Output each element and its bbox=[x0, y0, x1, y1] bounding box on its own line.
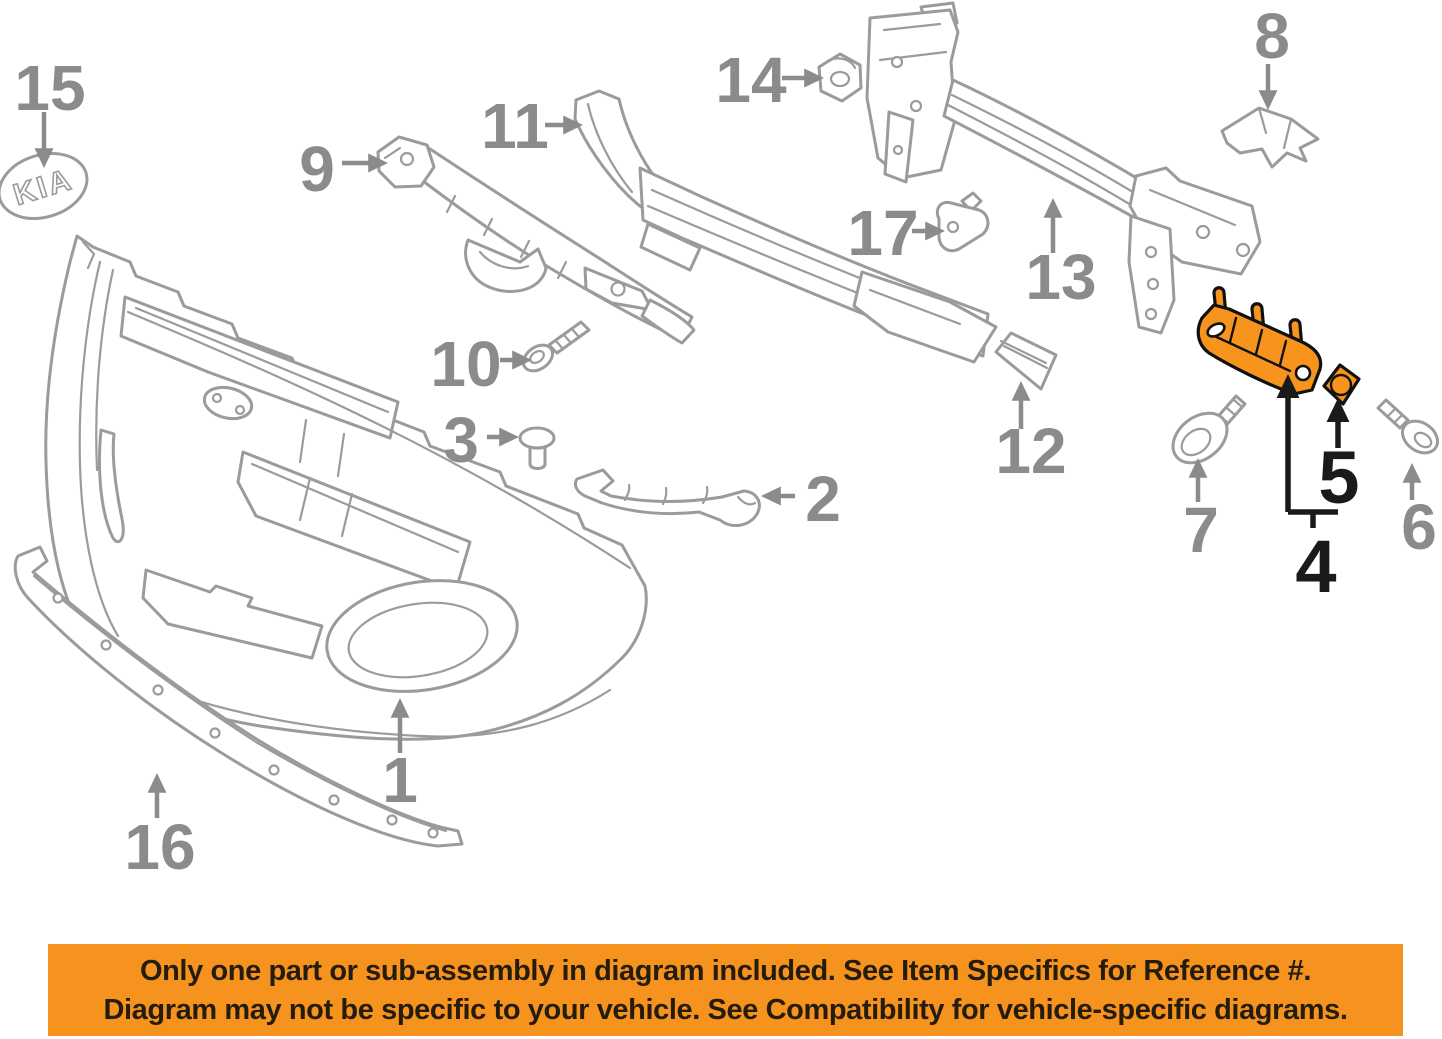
callout-7: 7 bbox=[1183, 494, 1219, 566]
disclaimer-line-2: Diagram may not be specific to your vehi… bbox=[103, 993, 1348, 1026]
disclaimer-banner: Only one part or sub-assembly in diagram… bbox=[48, 944, 1403, 1036]
callout-11: 11 bbox=[481, 90, 549, 162]
part-drawing-lower-trim bbox=[13, 545, 464, 848]
callout-2: 2 bbox=[805, 463, 841, 535]
callout-1: 1 bbox=[382, 744, 418, 816]
part-drawing-highlighted-bracket bbox=[1196, 286, 1323, 396]
callout-15: 15 bbox=[14, 52, 85, 124]
part-drawing-screw-7 bbox=[1171, 394, 1247, 465]
part-drawing-bracket-strip bbox=[573, 468, 761, 527]
part-drawing-highlighted-square-clip bbox=[1322, 363, 1361, 406]
callout-6: 6 bbox=[1401, 491, 1437, 563]
callout-12: 12 bbox=[995, 415, 1066, 487]
disclaimer-line-1: Only one part or sub-assembly in diagram… bbox=[139, 954, 1312, 987]
callout-8: 8 bbox=[1254, 0, 1290, 72]
callout-4: 4 bbox=[1295, 525, 1336, 608]
callout-5: 5 bbox=[1318, 436, 1359, 519]
part-drawing-grille-rail bbox=[376, 135, 696, 345]
part-drawing-sensor bbox=[935, 191, 990, 253]
part-drawing-clip bbox=[518, 426, 556, 470]
callout-16: 16 bbox=[124, 811, 195, 883]
callout-14: 14 bbox=[715, 44, 787, 116]
callout-17: 17 bbox=[847, 197, 918, 269]
part-drawing-flange-nut bbox=[817, 52, 863, 103]
callout-9: 9 bbox=[299, 133, 335, 205]
part-drawing-kia-emblem: KIA bbox=[0, 152, 89, 220]
part-drawing-side-bracket bbox=[1220, 106, 1320, 169]
part-drawing-energy-absorber bbox=[573, 89, 998, 364]
leader-arrows bbox=[34, 64, 1422, 818]
part-drawing-screw-6 bbox=[1376, 398, 1440, 455]
part-drawing-reinforcement-beam bbox=[865, 1, 1262, 335]
callout-labels: 1 2 3 4 5 6 7 8 9 10 11 12 13 14 15 16 1… bbox=[14, 0, 1436, 883]
part-drawing-screw-10 bbox=[521, 320, 591, 373]
callout-10: 10 bbox=[430, 328, 501, 400]
part-drawing-pad bbox=[994, 331, 1058, 391]
part-drawing-bumper-cover bbox=[44, 234, 648, 741]
callout-13: 13 bbox=[1025, 241, 1096, 313]
highlight-leader-lines bbox=[1276, 374, 1350, 528]
callout-3: 3 bbox=[443, 404, 479, 476]
